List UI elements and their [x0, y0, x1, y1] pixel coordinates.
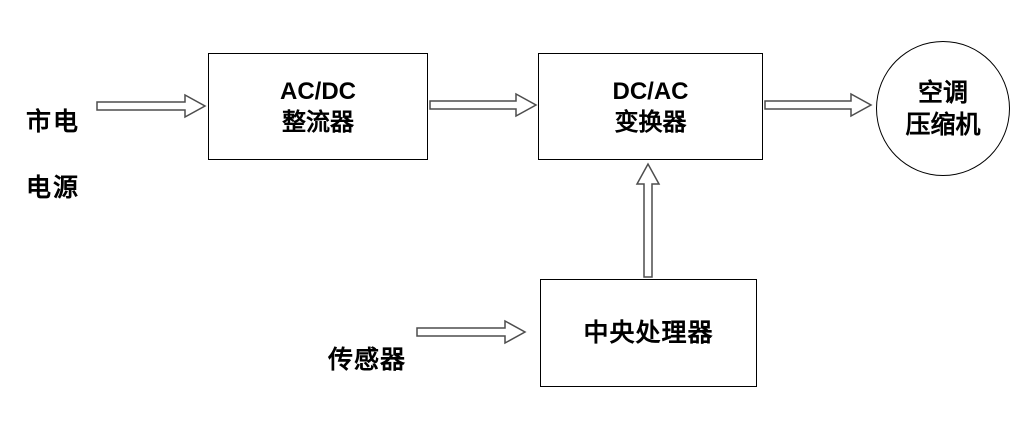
inverter-node: DC/AC 变换器 [538, 53, 763, 160]
compressor-node: 空调 压缩机 [876, 41, 1010, 176]
compressor-line1: 空调 [917, 78, 968, 107]
mains-power-label: 市电 电源 [13, 73, 93, 205]
inverter-line1: DC/AC [612, 77, 689, 105]
mains-power-line2: 电源 [25, 174, 80, 202]
compressor-line2: 压缩机 [905, 110, 981, 139]
arrow-sensor-to-cpu-icon [416, 319, 527, 345]
arrow-cpu-to-inverter-icon [635, 162, 661, 278]
rectifier-line1: AC/DC [280, 77, 356, 105]
arrow-mains-to-rectifier-icon [96, 93, 207, 119]
sensor-label: 传感器 [320, 318, 414, 374]
mains-power-line1: 市电 [25, 108, 80, 136]
arrow-rectifier-to-inverter-icon [429, 92, 538, 118]
cpu-node: 中央处理器 [540, 279, 757, 387]
rectifier-line2: 整流器 [282, 108, 354, 136]
arrow-inverter-to-compressor-icon [764, 92, 873, 118]
rectifier-node: AC/DC 整流器 [208, 53, 428, 160]
sensor-text: 传感器 [327, 346, 406, 374]
inverter-line2: 变换器 [614, 108, 687, 136]
cpu-text: 中央处理器 [583, 318, 714, 347]
